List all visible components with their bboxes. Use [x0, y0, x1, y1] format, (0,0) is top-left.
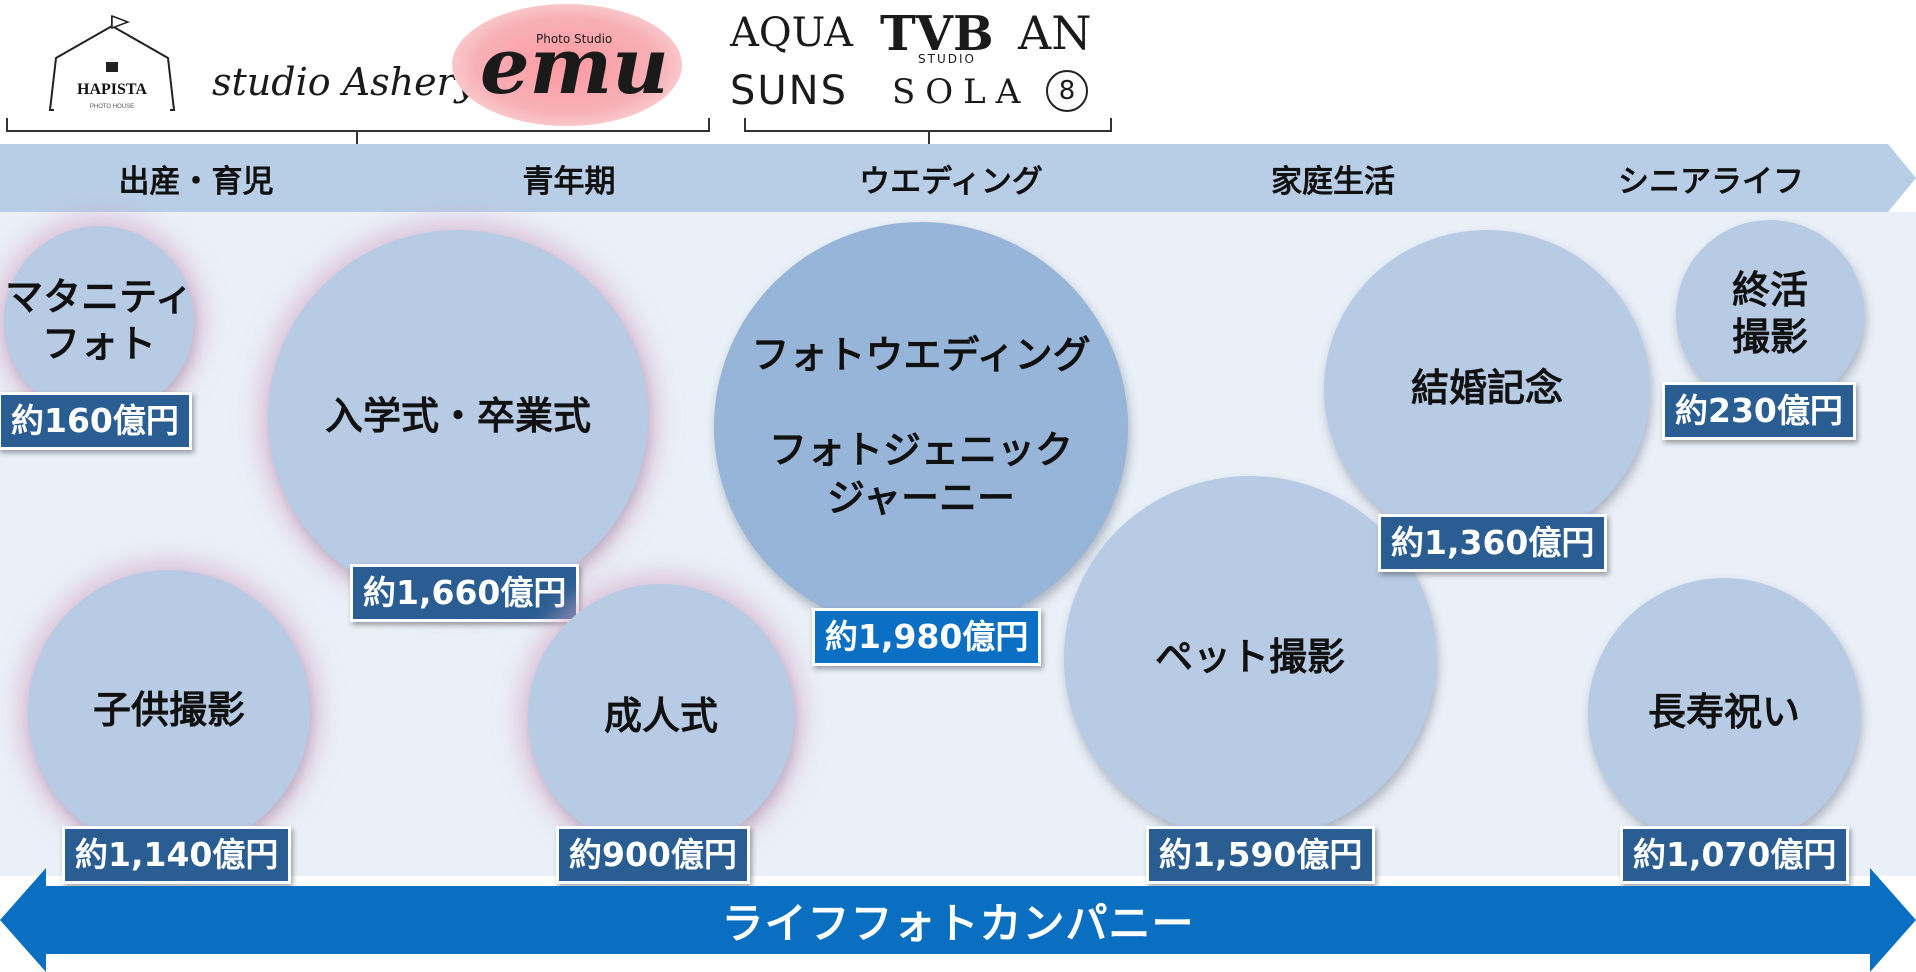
price-maternity: 約160億円 [0, 392, 192, 450]
bubble-maternity-label: マタニティ フォト [5, 274, 193, 367]
studio-8-logo: 8 [1046, 70, 1088, 112]
stage-youth: 青年期 [360, 144, 778, 212]
price-kids: 約1,140億円 [62, 826, 292, 884]
bubble-end-of-life: 終活 撮影 [1676, 220, 1864, 408]
price-end-of-life: 約230億円 [1662, 382, 1856, 440]
stage-family-life: 家庭生活 [1124, 144, 1542, 212]
bubble-coming-of-age-label: 成人式 [603, 694, 718, 739]
price-pet: 約1,590億円 [1146, 826, 1376, 884]
tvb-logo: TVB [880, 6, 994, 62]
bubble-pet-label: ペット撮影 [1154, 635, 1345, 680]
bubble-longevity-label: 長寿祝い [1647, 690, 1800, 735]
bubble-photo-wedding-label: フォトウエディング フォトジェニック ジャーニー [751, 333, 1091, 520]
stage-wedding: ウエディング [742, 144, 1160, 212]
bubble-coming-of-age: 成人式 [528, 584, 794, 850]
sola-logo: SOLA [892, 72, 1031, 112]
bubble-ceremony: 入学式・卒業式 [268, 230, 648, 604]
logo-brace-left-tick [356, 130, 358, 144]
suns-logo: SUNS [730, 68, 848, 114]
hapista-logo: HAPISTA PHOTO HOUSE [48, 14, 176, 111]
aqua-logo: AQUA [730, 10, 854, 56]
bubble-kids-label: 子供撮影 [92, 688, 245, 733]
ashery-logo: studio Ashery [212, 60, 477, 104]
logo-brace-left [6, 118, 710, 132]
life-photo-company-label: ライフフォトカンパニー [721, 898, 1195, 948]
hapista-wordmark: HAPISTA [77, 81, 147, 98]
logo-brace-right-tick [928, 130, 930, 144]
bubble-pet: ペット撮影 [1064, 476, 1436, 840]
bubble-anniversary: 結婚記念 [1324, 230, 1650, 548]
bubble-kids: 子供撮影 [28, 570, 310, 852]
price-longevity: 約1,070億円 [1620, 826, 1850, 884]
price-coming-of-age: 約900億円 [556, 826, 750, 884]
price-ceremony: 約1,660億円 [350, 564, 580, 622]
emu-logo-background [452, 4, 682, 126]
price-photo-wedding: 約1,980億円 [812, 608, 1042, 666]
price-anniversary: 約1,360億円 [1378, 514, 1608, 572]
emu-caption: Photo Studio [536, 32, 613, 46]
bubble-ceremony-label: 入学式・卒業式 [324, 394, 591, 439]
stage-birth-childcare: 出産・育児 [0, 144, 392, 212]
emu-logo: emu [480, 21, 669, 112]
tvb-caption: STUDIO [918, 52, 976, 66]
stage-senior-life: シニアライフ [1506, 144, 1916, 212]
bubble-anniversary-label: 結婚記念 [1410, 366, 1563, 411]
hapista-caption: PHOTO HOUSE [90, 104, 134, 110]
bubble-end-of-life-label: 終活 撮影 [1731, 267, 1808, 360]
bubble-longevity: 長寿祝い [1588, 578, 1860, 848]
an-logo: AN [1018, 6, 1092, 60]
bubble-photo-wedding: フォトウエディング フォトジェニック ジャーニー [714, 222, 1128, 632]
bubble-maternity: マタニティ フォト [4, 226, 194, 416]
